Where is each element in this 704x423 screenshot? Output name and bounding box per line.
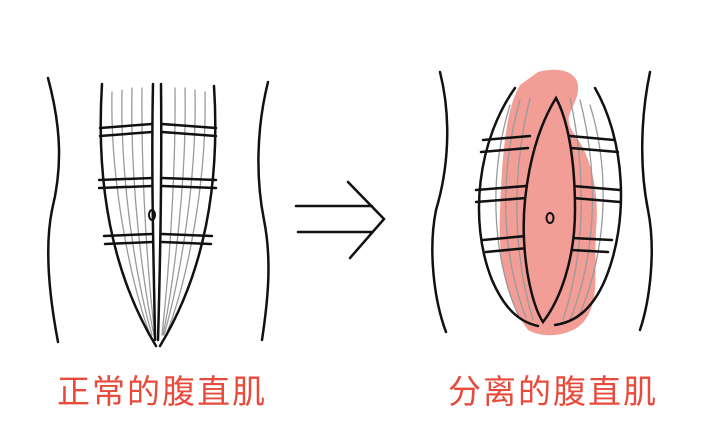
caption-normal-rectus: 正常的腹直肌 (57, 372, 267, 411)
linea-alba-1 (151, 82, 157, 342)
body-outline-right (638, 70, 653, 332)
navel (545, 212, 555, 224)
muscle-fibers (111, 87, 206, 336)
separation-gap (522, 95, 577, 325)
body-outline-right (257, 80, 270, 342)
rectus-outer-right (158, 84, 217, 348)
rectus-outer-left (99, 82, 158, 348)
rectus-outer-left (477, 86, 540, 328)
muscle-fibers (495, 97, 604, 321)
navel (148, 209, 156, 221)
separated-abdomen (431, 69, 653, 336)
tendinous-bands (474, 134, 622, 254)
tendinous-bands (97, 122, 218, 246)
caption-separated-rectus: 分离的腹直肌 (448, 372, 658, 411)
body-outline-left (431, 70, 449, 334)
normal-abdomen (46, 76, 270, 348)
rectus-outer-right (553, 86, 623, 327)
arrow-icon (294, 180, 386, 260)
body-outline-left (46, 76, 61, 344)
linea-alba-2 (156, 82, 163, 342)
